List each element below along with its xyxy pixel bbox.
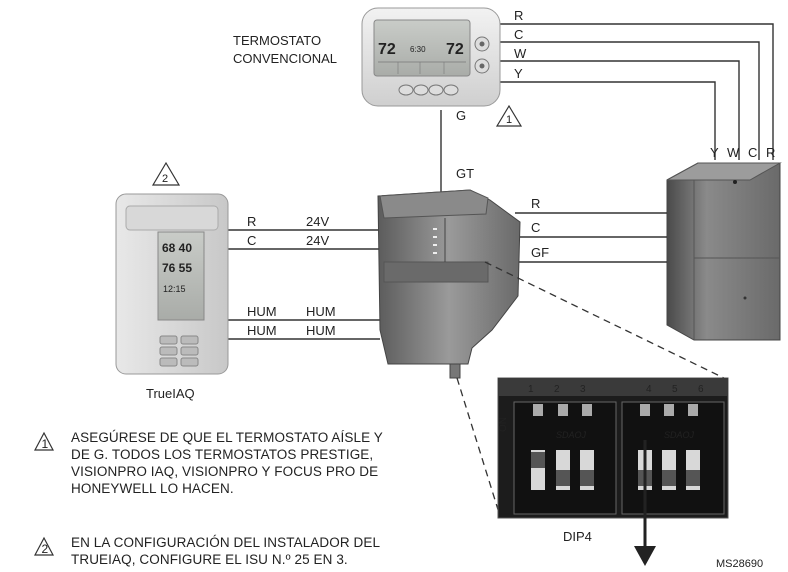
humidifier [377,189,521,379]
trueiaq-wire-left-0: R [247,214,256,229]
thermostat-temp-right: 72 [446,41,464,58]
note-1-line: ASEGÚRESE DE QUE EL TERMOSTATO AÍSLE Y [71,430,383,445]
furnace-terminal-w: W [727,145,740,160]
wire-label-y: Y [514,66,523,81]
note-1-marker-number: 1 [42,437,49,451]
trueiaq-display-line3: 12:15 [163,284,186,294]
wire-label-c: C [514,27,523,42]
warning-marker-1-number: 1 [506,114,512,126]
dip-label-6: 6 [698,384,704,395]
trueiaq-wire-right-2: HUM [306,304,336,319]
note-1-line: DE G. TODOS LOS TERMOSTATOS PRESTIGE, [71,447,374,462]
dip-name: DIP4 [563,529,592,544]
wire-label-r: R [514,8,523,23]
note-2-marker: 2 [34,536,54,556]
trueiaq-wire-left-3: HUM [247,323,277,338]
note-2-line: TRUEIAQ, CONFIGURE EL ISU N.º 25 EN 3. [71,552,348,567]
furnace-terminal-c: C [748,145,757,160]
dip-switch-photo: ON 1 2 3 4 5 6 SDAOJ SDAOJ [497,377,729,519]
wire-label-hum-r: R [531,196,540,211]
trueiaq-wires [228,229,380,340]
dip-label-1: 1 [528,384,534,395]
thermostat-title-line2: CONVENCIONAL [233,51,337,66]
dip-label-sdaoj-left: SDAOJ [556,430,587,440]
note-1-line: HONEYWELL LO HACEN. [71,481,234,496]
dip-label-5: 5 [672,384,678,395]
humidifier-indicator-lights [433,228,437,254]
thermostat-time: 6:30 [410,45,426,54]
down-arrow-icon [634,440,656,566]
warning-marker-2-number: 2 [162,173,168,185]
thermostat-bottom-buttons [398,84,459,96]
wire-label-w: W [514,46,527,61]
wire-label-hum-gf: GF [531,245,549,260]
trueiaq-name: TrueIAQ [146,386,195,401]
trueiaq-wire-right-0: 24V [306,214,329,229]
dip-label-on: ON [498,417,509,432]
trueiaq-display-line1: 68 40 [162,241,192,255]
dip-callout-lines [456,261,729,517]
wire-label-g: G [456,108,466,123]
note-2-marker-number: 2 [42,542,49,556]
thermostat-title-line1: TERMOSTATO [233,33,321,48]
trueiaq-wire-right-3: HUM [306,323,336,338]
wire-label-hum-c: C [531,220,540,235]
trueiaq-wire-right-1: 24V [306,233,329,248]
dip-label-4: 4 [646,384,652,395]
dip-label-sdaoj-right: SDAOJ [664,430,695,440]
thermostat-wires [440,23,774,192]
wire-label-gt: GT [456,166,474,181]
furnace-terminal-y: Y [710,145,719,160]
furnace-terminal-r: R [766,145,775,160]
note-2-line: EN LA CONFIGURACIÓN DEL INSTALADOR DEL [71,535,381,550]
warning-marker-2: 2 [151,161,181,186]
trueiaq-buttons [159,335,199,367]
trueiaq-panel: 68 40 76 55 12:15 [115,193,229,375]
thermostat-arrow-buttons [474,36,490,74]
warning-marker-1: 1 [495,104,523,127]
trueiaq-display-line2: 76 55 [162,261,192,275]
trueiaq-wire-left-1: C [247,233,256,248]
furnace [666,162,782,341]
note-1-line: VISIONPRO IAQ, VISIONPRO Y FOCUS PRO DE [71,464,379,479]
note-1-marker: 1 [34,431,54,451]
dip-label-3: 3 [580,384,586,395]
conventional-thermostat: 72 6:30 72 [361,7,501,107]
thermostat-temp-left: 72 [378,41,396,58]
trueiaq-wire-left-2: HUM [247,304,277,319]
dip-label-2: 2 [554,384,560,395]
figure-code: MS28690 [716,558,763,570]
